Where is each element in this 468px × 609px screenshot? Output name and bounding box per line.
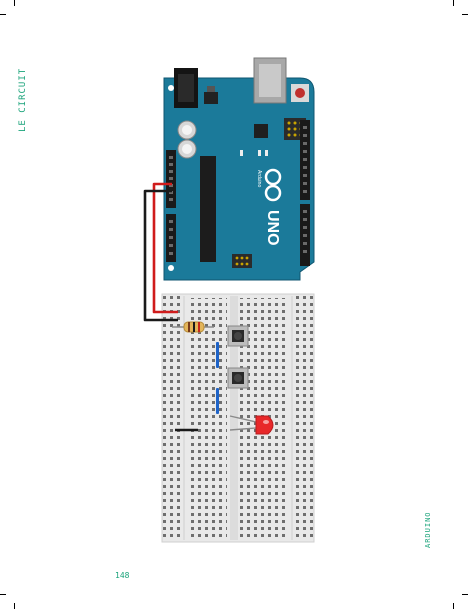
crop-mark — [453, 0, 454, 6]
board-brand: Arduino — [256, 170, 262, 187]
arduino-board: UNO Arduino — [163, 57, 315, 281]
jumper-wire — [216, 388, 219, 414]
crop-mark — [462, 14, 468, 15]
page-number: 148 — [115, 571, 130, 580]
arduino-logo-icon — [264, 168, 282, 202]
crop-mark — [14, 0, 15, 6]
crop-mark — [0, 14, 6, 15]
red-wire — [152, 182, 178, 314]
microcontroller — [200, 156, 216, 262]
led-icon — [229, 415, 274, 435]
resistor-icon — [172, 321, 214, 333]
black-wire — [143, 189, 178, 322]
pushbutton-icon — [227, 325, 249, 347]
crop-mark — [453, 603, 454, 609]
board-logo: UNO — [264, 210, 281, 246]
crop-mark — [462, 594, 468, 595]
pushbutton-icon — [227, 367, 249, 389]
jumper-wire — [216, 342, 219, 368]
crop-mark — [0, 594, 6, 595]
crop-mark — [14, 603, 15, 609]
